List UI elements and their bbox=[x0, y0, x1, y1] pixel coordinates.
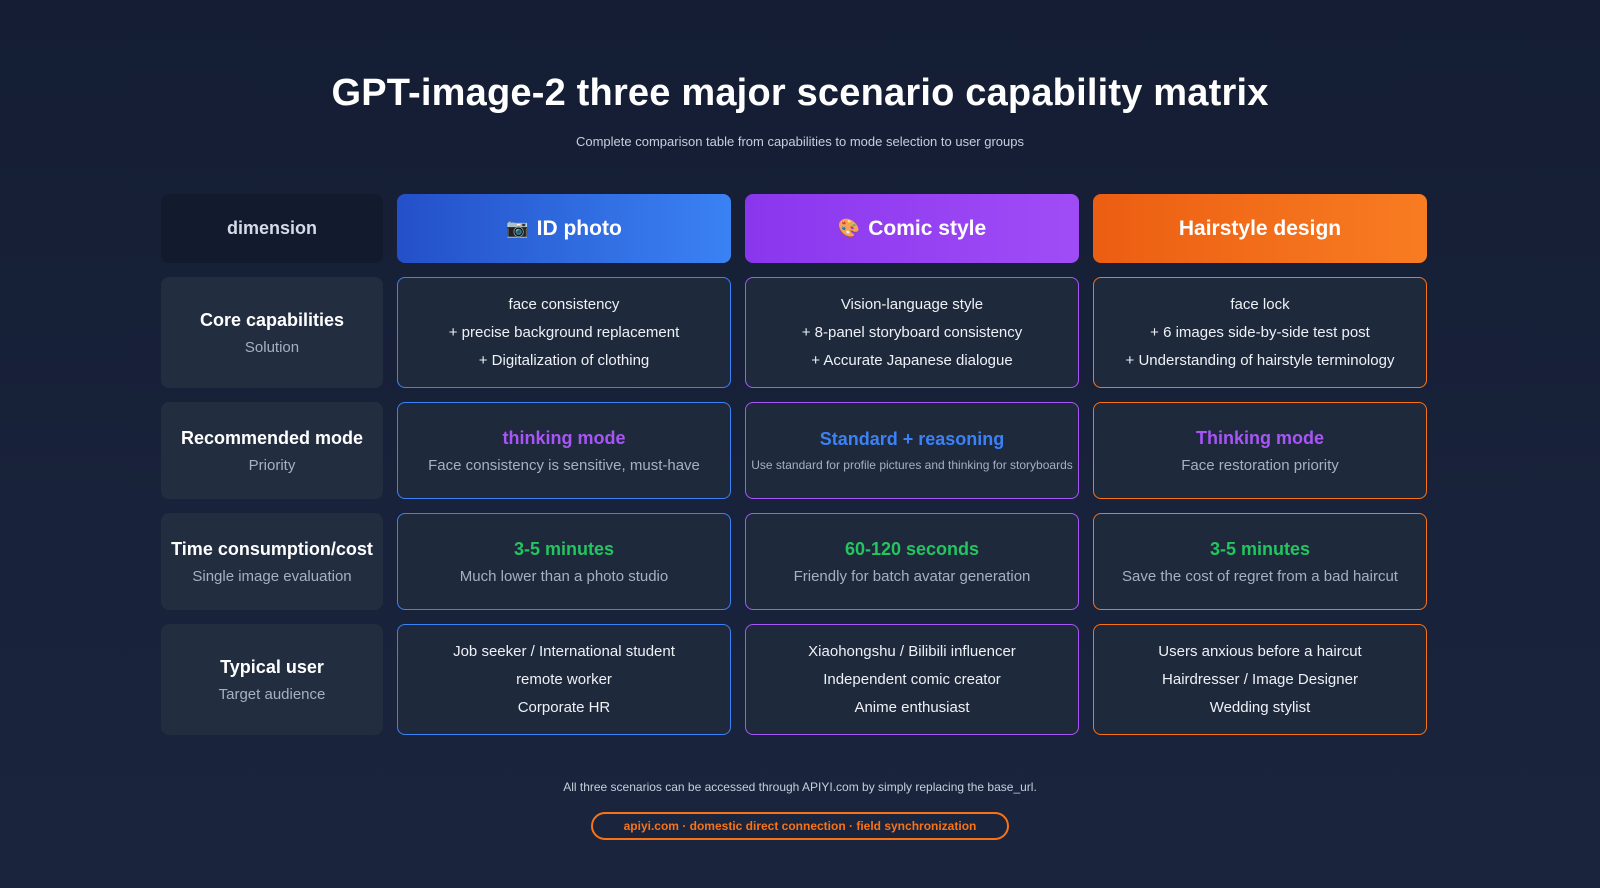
footer-note: All three scenarios can be accessed thro… bbox=[563, 780, 1037, 794]
dimension-sublabel: Solution bbox=[244, 338, 300, 356]
cell-line: + Accurate Japanese dialogue bbox=[811, 351, 1013, 369]
dimension-header-label: dimension bbox=[226, 218, 317, 238]
camera-icon: 📷 bbox=[506, 218, 529, 238]
cell-subtext: Friendly for batch avatar generation bbox=[793, 567, 1031, 585]
cell-highlight: Standard + reasoning bbox=[819, 429, 1005, 449]
cell-line: remote worker bbox=[516, 670, 612, 688]
cell-comic-capabilities: Vision-language style + 8-panel storyboa… bbox=[745, 277, 1079, 388]
cell-line: + Digitalization of clothing bbox=[478, 351, 650, 369]
column-header-id-photo: 📷 ID photo bbox=[397, 194, 731, 263]
cell-comic-users: Xiaohongshu / Bilibili influencer Indepe… bbox=[745, 624, 1079, 735]
footer-pill: apiyi.com · domestic direct connection ·… bbox=[591, 812, 1009, 840]
dimension-sublabel: Priority bbox=[248, 456, 296, 474]
dimension-label: Typical user bbox=[220, 656, 324, 677]
dimension-label: Recommended mode bbox=[180, 427, 364, 448]
page-subtitle: Complete comparison table from capabilit… bbox=[575, 134, 1024, 149]
cell-hairstyle-capabilities: face lock + 6 images side-by-side test p… bbox=[1093, 277, 1427, 388]
cell-hairstyle-mode: Thinking mode Face restoration priority bbox=[1093, 402, 1427, 499]
cell-highlight: 3-5 minutes bbox=[513, 538, 615, 559]
cell-hairstyle-users: Users anxious before a haircut Hairdress… bbox=[1093, 624, 1427, 735]
cell-comic-time: 60-120 seconds Friendly for batch avatar… bbox=[745, 513, 1079, 610]
row-dimension-recommended-mode: Recommended mode Priority bbox=[161, 402, 383, 499]
row-dimension-time-cost: Time consumption/cost Single image evalu… bbox=[161, 513, 383, 610]
cell-line: + 8-panel storyboard consistency bbox=[801, 323, 1023, 341]
cell-line: + precise background replacement bbox=[448, 323, 680, 341]
dimension-sublabel: Single image evaluation bbox=[192, 567, 352, 585]
cell-subtext: Save the cost of regret from a bad hairc… bbox=[1122, 567, 1398, 585]
cell-line: Job seeker / International student bbox=[453, 642, 675, 660]
dimension-header: dimension bbox=[161, 194, 383, 263]
cell-line: Anime enthusiast bbox=[854, 698, 970, 716]
cell-line: Vision-language style bbox=[840, 295, 984, 313]
column-header-hairstyle-design: Hairstyle design bbox=[1093, 194, 1427, 263]
cell-line: + 6 images side-by-side test post bbox=[1150, 323, 1370, 341]
dimension-sublabel: Target audience bbox=[218, 685, 326, 703]
cell-id-photo-users: Job seeker / International student remot… bbox=[397, 624, 731, 735]
cell-line: Xiaohongshu / Bilibili influencer bbox=[808, 642, 1016, 660]
cell-subtext: Much lower than a photo studio bbox=[459, 567, 669, 585]
cell-line: Independent comic creator bbox=[823, 670, 1001, 688]
cell-highlight: thinking mode bbox=[502, 427, 626, 448]
cell-highlight: Thinking mode bbox=[1196, 427, 1324, 448]
row-dimension-typical-user: Typical user Target audience bbox=[161, 624, 383, 735]
cell-id-photo-capabilities: face consistency + precise background re… bbox=[397, 277, 731, 388]
cell-line: Users anxious before a haircut bbox=[1158, 642, 1362, 660]
cell-line: face lock bbox=[1230, 295, 1290, 313]
column-header-label: Comic style bbox=[868, 216, 987, 240]
column-header-label: Hairstyle design bbox=[1178, 216, 1342, 240]
footer-pill-label: apiyi.com · domestic direct connection ·… bbox=[623, 819, 977, 833]
dimension-label: Time consumption/cost bbox=[171, 538, 373, 559]
column-header-comic-style: 🎨 Comic style bbox=[745, 194, 1079, 263]
cell-hairstyle-time: 3-5 minutes Save the cost of regret from… bbox=[1093, 513, 1427, 610]
cell-subtext: Face restoration priority bbox=[1181, 456, 1339, 474]
cell-line: + Understanding of hairstyle terminology bbox=[1125, 351, 1395, 369]
cell-line: Corporate HR bbox=[517, 698, 611, 716]
palette-icon: 🎨 bbox=[837, 218, 861, 238]
cell-highlight: 3-5 minutes bbox=[1209, 538, 1311, 559]
cell-line: Wedding stylist bbox=[1209, 698, 1311, 716]
cell-highlight: 60-120 seconds bbox=[844, 538, 980, 559]
cell-line: face consistency bbox=[508, 295, 620, 313]
cell-subtext: Use standard for profile pictures and th… bbox=[751, 458, 1073, 472]
column-header-label: ID photo bbox=[536, 216, 622, 240]
row-dimension-core-capabilities: Core capabilities Solution bbox=[161, 277, 383, 388]
page-title: GPT-image-2 three major scenario capabil… bbox=[331, 72, 1269, 114]
dimension-label: Core capabilities bbox=[199, 309, 345, 330]
cell-subtext: Face consistency is sensitive, must-have bbox=[428, 456, 700, 474]
cell-id-photo-time: 3-5 minutes Much lower than a photo stud… bbox=[397, 513, 731, 610]
cell-line: Hairdresser / Image Designer bbox=[1162, 670, 1358, 688]
cell-id-photo-mode: thinking mode Face consistency is sensit… bbox=[397, 402, 731, 499]
cell-comic-mode: Standard + reasoning Use standard for pr… bbox=[745, 402, 1079, 499]
